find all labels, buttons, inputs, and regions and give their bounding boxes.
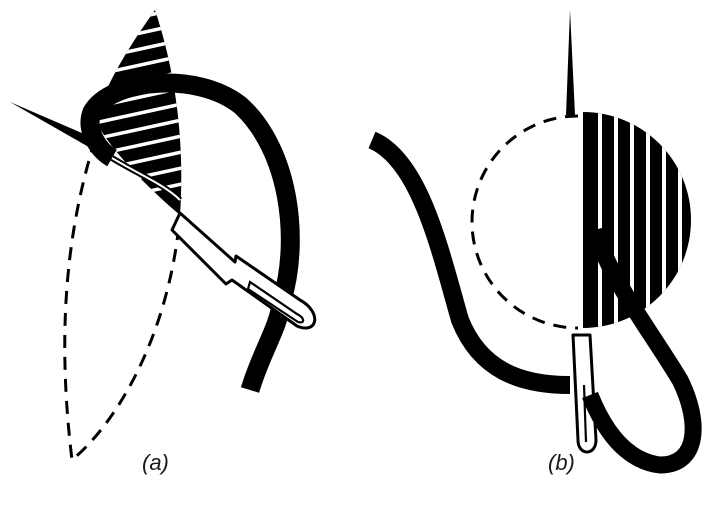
satin-stitched-half-circle — [583, 100, 703, 340]
needle-b — [573, 335, 596, 452]
thread-b — [372, 140, 570, 385]
panel-b — [372, 10, 703, 465]
panel-a — [10, 0, 315, 460]
caption-panel-b: (b) — [548, 450, 575, 476]
needle-b-tip — [566, 10, 575, 115]
caption-panel-a: (a) — [142, 450, 169, 476]
circle-outline-dashed — [472, 116, 578, 328]
